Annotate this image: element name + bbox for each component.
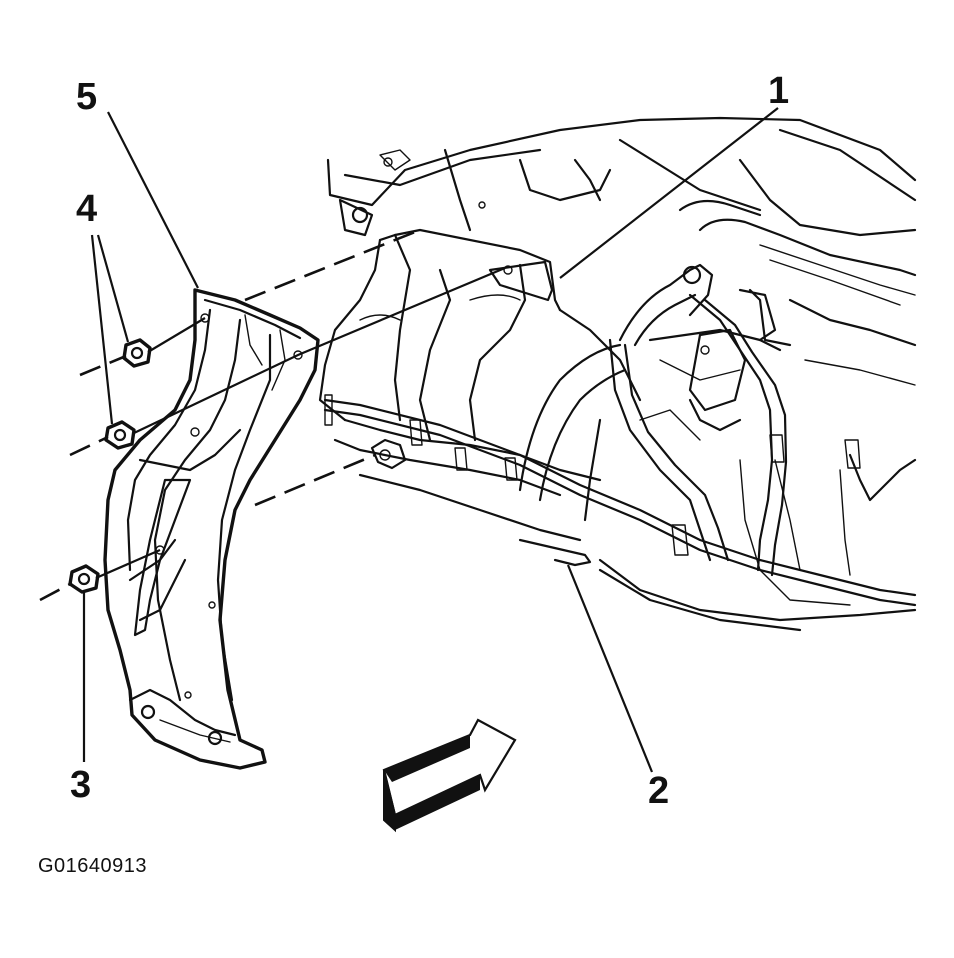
figure-id-label: G01640913 <box>38 855 148 877</box>
nut-icon <box>104 420 136 450</box>
callout-2: 2 <box>648 770 670 812</box>
callout-5: 5 <box>76 76 98 118</box>
hvac-module <box>318 228 642 542</box>
pedal-assembly <box>583 263 851 606</box>
callout-1: 1 <box>768 70 790 112</box>
callout-3: 3 <box>70 764 92 806</box>
nut-icon <box>122 338 152 368</box>
vehicle-body-structure <box>326 116 917 386</box>
lower-support-rail <box>323 394 917 632</box>
alignment-lines <box>39 230 506 602</box>
support-bracket <box>103 288 320 770</box>
callout-4: 4 <box>76 188 98 230</box>
front-direction-arrow-icon <box>382 718 517 833</box>
callout-leaders <box>82 107 779 773</box>
nut-icon <box>68 564 100 594</box>
